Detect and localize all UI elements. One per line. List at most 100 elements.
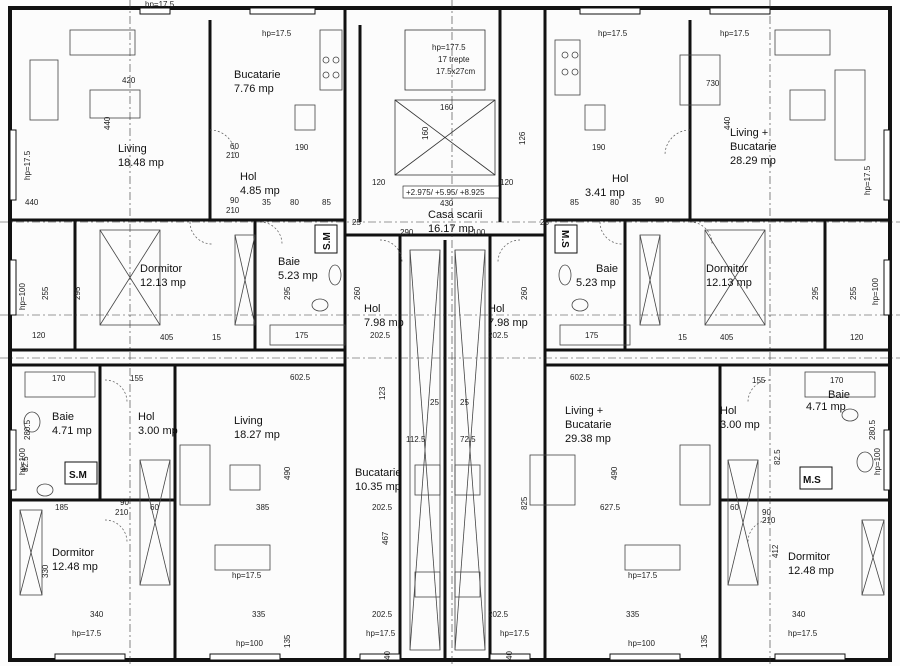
dim-label: 160 (421, 126, 430, 140)
room-name: Living (234, 415, 263, 427)
room-area: 3.00 mp (720, 419, 760, 431)
hp-label: hp=17.5 (720, 29, 750, 38)
sm-tag: S.M (322, 232, 333, 250)
room-area: 28.29 mp (730, 155, 776, 167)
room-name: Baie (278, 256, 300, 268)
room-name: Baie (52, 411, 74, 423)
dim-label: 15 (212, 333, 221, 342)
dim-label: 490 (283, 466, 292, 480)
dim-label: 260 (520, 286, 529, 300)
hp-label: hp=17.5 (500, 629, 530, 638)
dim-label: 85 (570, 198, 579, 207)
dim-label: 60 (230, 142, 239, 151)
dim-label: 60 (730, 503, 739, 512)
hp-label: hp=100 (873, 448, 882, 475)
dim-label: 40 (383, 651, 392, 660)
furniture (19, 29, 885, 651)
dim-label: 730 (706, 79, 720, 88)
hp-label: hp=17.5 (72, 629, 102, 638)
room-name: Dormitor (140, 263, 183, 275)
dim-label: 280.5 (868, 419, 877, 440)
dim-label: 60 (150, 503, 159, 512)
dim-label: 112.5 (406, 435, 426, 444)
hp-label: hp=17.5 (863, 165, 872, 195)
dim-label: 35 (632, 198, 641, 207)
dim-label: 210 (762, 516, 776, 525)
room-area: 12.13 mp (706, 277, 752, 289)
dim-label: 440 (25, 198, 39, 207)
dim-label: 255 (849, 286, 858, 300)
room-area: 12.48 mp (52, 561, 98, 573)
dim-label: 405 (160, 333, 174, 342)
dim-label: 260 (353, 286, 362, 300)
dim-label: 210 (226, 206, 240, 215)
dim-label: 25 (430, 398, 439, 407)
room-area: 16.17 mp (428, 223, 474, 235)
dim-label: 40 (505, 651, 514, 660)
room-name: Dormitor (52, 547, 95, 559)
room-area: 4.85 mp (240, 185, 280, 197)
room-area: 12.13 mp (140, 277, 186, 289)
stair-tread-size: 17.5x27cm (436, 67, 475, 76)
room-area: 4.71 mp (806, 401, 846, 413)
dim-label: 35 (262, 198, 271, 207)
dim-label: 210 (226, 151, 240, 160)
dim-label: 202.5 (372, 503, 393, 512)
stair-hp: hp=177.5 (432, 43, 466, 52)
room-name: Hol (138, 411, 155, 423)
hp-label: hp=100 (18, 283, 27, 310)
shaft-tags: S.M M.S S.M M.S (64, 224, 833, 490)
dimension-labels: 420 440 440 190 190 160 160 430 126 730 … (21, 76, 877, 660)
dim-label: 170 (830, 376, 844, 385)
dim-label: 825 (520, 496, 529, 510)
room-area: 7.76 mp (234, 83, 274, 95)
dim-label: 170 (52, 374, 66, 383)
dim-label: 25 (540, 218, 549, 227)
room-name: Baie (828, 389, 850, 401)
dim-label: 202.5 (372, 610, 393, 619)
dim-label: 120 (500, 178, 514, 187)
hp-label: hp=17.5 (145, 0, 175, 9)
room-area: 5.23 mp (576, 277, 616, 289)
dim-label: 85 (322, 198, 331, 207)
dim-label: 490 (610, 466, 619, 480)
room-area: 7.98 mp (488, 317, 528, 329)
room-name: Bucatarie (730, 141, 776, 153)
dim-label: 467 (381, 531, 390, 545)
dim-label: 80 (610, 198, 619, 207)
dim-label: 405 (720, 333, 734, 342)
dim-label: 202.5 (488, 331, 509, 340)
stair (394, 29, 496, 176)
dim-label: 255 (41, 286, 50, 300)
dim-label: 412 (771, 544, 780, 558)
outer-walls (8, 6, 892, 662)
dim-label: 123 (378, 386, 387, 400)
hp-label: hp=17.5 (232, 571, 262, 580)
dim-label: 335 (626, 610, 640, 619)
room-name: Hol (488, 303, 505, 315)
room-area: 12.48 mp (788, 565, 834, 577)
dim-label: 295 (811, 286, 820, 300)
dim-label: 80 (290, 198, 299, 207)
stair-treads: 17 trepte (438, 55, 470, 64)
dim-label: 295 (73, 286, 82, 300)
hp-label: hp=100 (628, 639, 655, 648)
hp-label: hp=17.5 (598, 29, 628, 38)
dim-label: 335 (252, 610, 266, 619)
hp-label: hp=17.5 (262, 29, 292, 38)
room-area: 10.35 mp (355, 481, 401, 493)
dim-label: 90 (655, 196, 664, 205)
room-area: 3.41 mp (585, 187, 625, 199)
dim-label: 90 (762, 508, 771, 517)
dim-label: 340 (792, 610, 806, 619)
dim-label: 15 (678, 333, 687, 342)
room-name: Hol (720, 405, 737, 417)
dim-label: 160 (440, 103, 454, 112)
dim-label: 72.5 (460, 435, 476, 444)
dim-label: 385 (256, 503, 270, 512)
dim-label: 82.5 (21, 456, 30, 472)
room-name: Bucatarie (565, 419, 611, 431)
room-name: Living + (565, 405, 603, 417)
dim-label: 280.5 (23, 419, 32, 440)
dim-label: 120 (32, 331, 46, 340)
